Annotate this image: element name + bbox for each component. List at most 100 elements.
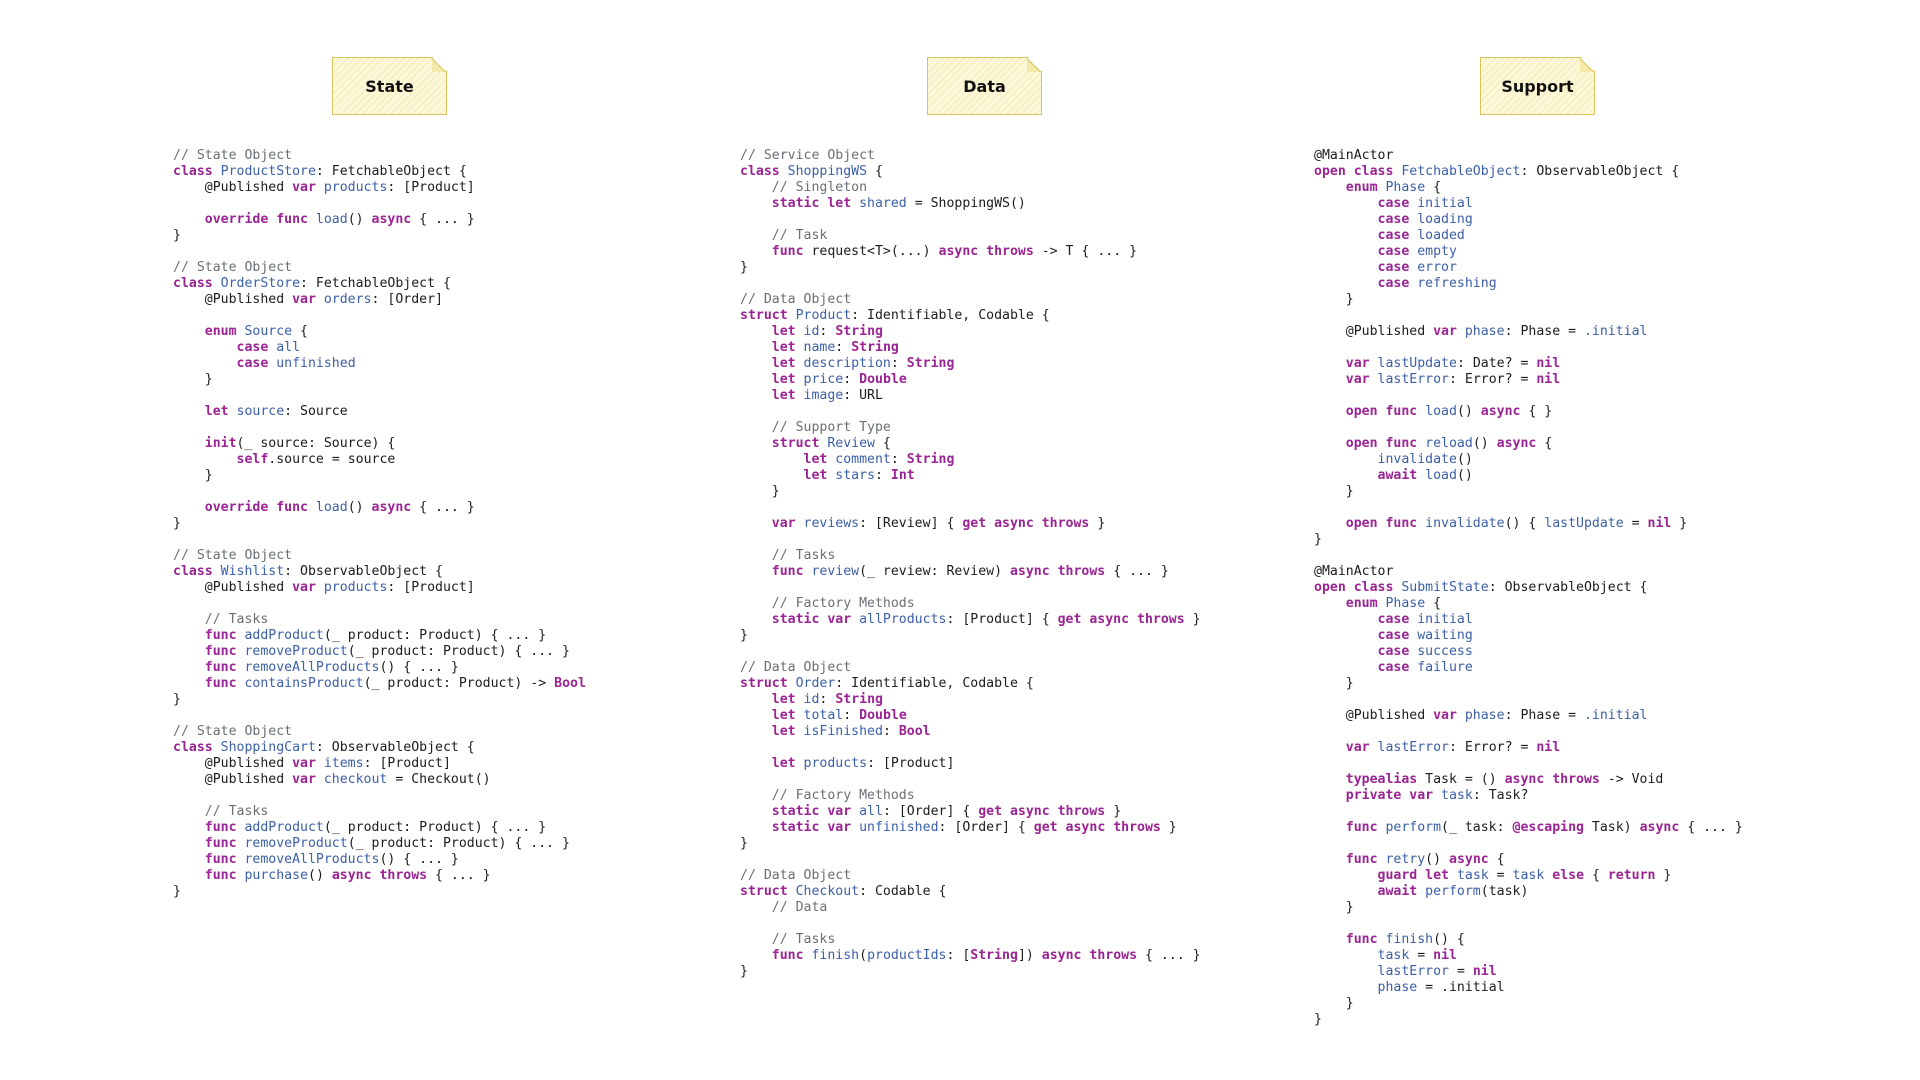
code-text: (): [1425, 852, 1449, 867]
code-identifier: invalidate: [1377, 452, 1457, 467]
code-line: @MainActor: [1314, 148, 1743, 164]
code-text: }: [1314, 676, 1354, 691]
code-text: : [Order]: [371, 292, 443, 307]
code-line: case loaded: [1314, 228, 1743, 244]
code-line: open func reload() async {: [1314, 436, 1743, 452]
code-text: : Codable {: [859, 884, 947, 899]
code-text: {: [1425, 596, 1442, 611]
code-text: [173, 500, 205, 515]
code-line: ​: [740, 916, 1201, 932]
code-line: case initial: [1314, 612, 1743, 628]
code-text: [173, 644, 205, 659]
code-keyword: var: [771, 516, 804, 531]
code-text: [1314, 244, 1378, 259]
code-identifier: load: [1425, 404, 1457, 419]
code-text: :: [819, 692, 836, 707]
code-text: }: [740, 484, 780, 499]
code-keyword: get async throws: [1033, 820, 1161, 835]
code-keyword: let: [771, 340, 804, 355]
code-keyword: let: [771, 356, 804, 371]
code-identifier: Product: [795, 308, 852, 323]
code-line: // Tasks: [173, 804, 586, 820]
code-line: let source: Source: [173, 404, 586, 420]
code-text: [1314, 852, 1346, 867]
code-text: [740, 516, 772, 531]
code-line: func request<T>(...) async throws -> T {…: [740, 244, 1201, 260]
code-keyword: async throws: [1009, 564, 1106, 579]
code-line: ​: [173, 244, 586, 260]
code-text: [1314, 516, 1346, 531]
code-keyword: override func: [204, 500, 316, 515]
code-identifier: image: [803, 388, 844, 403]
code-line: struct Product: Identifiable, Codable {: [740, 308, 1201, 324]
code-line: func removeAllProducts() { ... }: [173, 852, 586, 868]
code-keyword: func: [1345, 820, 1386, 835]
code-text: }: [740, 964, 748, 979]
code-line: open class SubmitState: ObservableObject…: [1314, 580, 1743, 596]
code-line: // Service Object: [740, 148, 1201, 164]
code-line: open func invalidate() { lastUpdate = ni…: [1314, 516, 1743, 532]
code-identifier: containsProduct: [244, 676, 364, 691]
code-line: @Published var items: [Product]: [173, 756, 586, 772]
code-text: =: [1409, 948, 1434, 963]
code-keyword: let: [771, 756, 804, 771]
code-text: [173, 820, 205, 835]
code-text: (): [347, 500, 372, 515]
code-line: ​: [173, 596, 586, 612]
code-comment: // Data: [771, 900, 828, 915]
code-identifier: perform: [1385, 820, 1442, 835]
code-keyword: enum: [1345, 180, 1386, 195]
code-text: : [Product] {: [946, 612, 1058, 627]
code-keyword: Bool: [898, 724, 931, 739]
code-text: (): [347, 212, 372, 227]
code-text: [1314, 228, 1378, 243]
code-keyword: open class: [1314, 164, 1402, 179]
code-keyword: async throws: [938, 244, 1034, 259]
code-identifier: load: [315, 212, 348, 227]
code-identifier: task: [1441, 788, 1473, 803]
code-line: case success: [1314, 644, 1743, 660]
code-text: : Source: [284, 404, 348, 419]
code-line: // Data Object: [740, 868, 1201, 884]
code-text: [1314, 404, 1346, 419]
code-line: struct Order: Identifiable, Codable {: [740, 676, 1201, 692]
code-line: struct Review {: [740, 436, 1201, 452]
code-keyword: func: [204, 644, 245, 659]
code-text: [1314, 212, 1378, 227]
code-text: [740, 372, 772, 387]
code-keyword: get async throws: [962, 516, 1090, 531]
state-header-label: State: [365, 76, 414, 96]
code-line: func purchase() async throws { ... }: [173, 868, 586, 884]
code-identifier: source: [236, 404, 285, 419]
code-identifier: Source: [244, 324, 293, 339]
code-text: : [Product]: [387, 180, 475, 195]
code-line: static let shared = ShoppingWS(): [740, 196, 1201, 212]
code-text: [740, 708, 772, 723]
code-identifier: products: [803, 756, 868, 771]
code-text: [1314, 596, 1346, 611]
code-keyword: private var: [1345, 788, 1442, 803]
code-identifier: checkout: [323, 772, 388, 787]
code-text: [1314, 356, 1346, 371]
code-line: ​: [1314, 692, 1743, 708]
code-identifier: products: [323, 580, 388, 595]
code-text: : [: [946, 948, 971, 963]
code-keyword: func: [204, 836, 245, 851]
code-identifier: lastError: [1377, 372, 1449, 387]
code-identifier: id: [803, 692, 820, 707]
code-line: func review(_ review: Review) async thro…: [740, 564, 1201, 580]
code-text: [1314, 628, 1378, 643]
code-identifier: reviews: [803, 516, 860, 531]
code-text: [740, 564, 772, 579]
code-line: func finish(productIds: [String]) async …: [740, 948, 1201, 964]
code-keyword: var: [292, 180, 324, 195]
code-comment: // Data Object: [740, 868, 852, 883]
code-text: (_ product: Product) { ... }: [347, 836, 570, 851]
code-comment: // State Object: [173, 148, 293, 163]
code-text: : ObservableObject {: [1520, 164, 1680, 179]
code-keyword: func: [204, 628, 245, 643]
code-text: [1314, 276, 1378, 291]
code-text: @Published: [1314, 324, 1434, 339]
code-keyword: class: [173, 564, 221, 579]
code-identifier: Phase: [1385, 180, 1426, 195]
